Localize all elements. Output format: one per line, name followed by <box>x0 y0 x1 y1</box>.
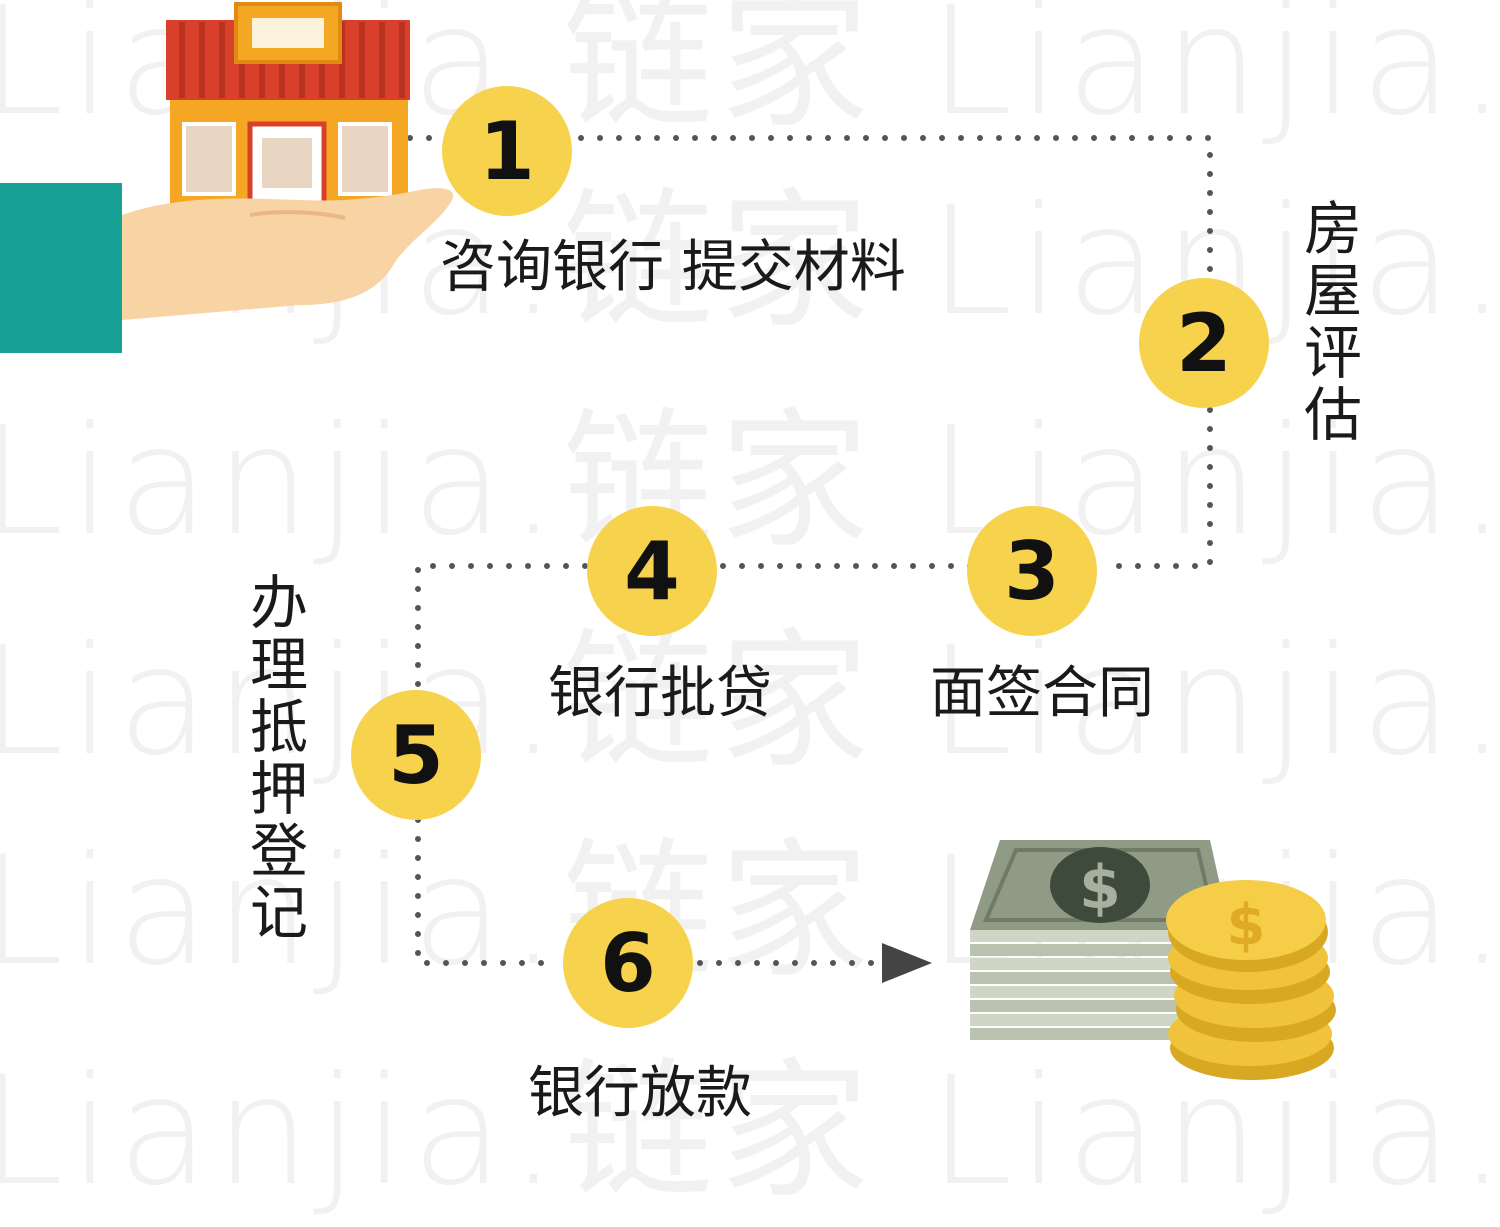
step-4-number: 4 <box>624 524 680 618</box>
step-6-circle: 6 <box>563 898 693 1028</box>
arrow-head-icon <box>882 943 932 983</box>
connector-2-3 <box>1097 407 1213 569</box>
step-1-number: 1 <box>479 104 535 198</box>
coin-dollar-symbol: $ <box>1227 893 1266 958</box>
connector-5-6 <box>415 817 563 966</box>
step-5-label: 办理抵押登记 <box>249 569 308 947</box>
step-1-label: 咨询银行 提交材料 <box>440 235 906 300</box>
step-2-label: 房屋评估 <box>1303 195 1362 449</box>
step-6-number: 6 <box>600 916 656 1010</box>
flow-path <box>407 135 1213 983</box>
step-2-number: 2 <box>1176 296 1232 390</box>
step-5-number: 5 <box>388 708 444 802</box>
step-3-number: 3 <box>1004 524 1060 618</box>
connector-4-5 <box>415 563 588 693</box>
step-3-circle: 3 <box>967 506 1097 636</box>
connector-1-2 <box>407 135 1213 293</box>
bill-dollar-symbol: $ <box>1079 853 1121 923</box>
cash-and-coins-icon: $ $ <box>970 840 1336 1080</box>
step-4-circle: 4 <box>587 506 717 636</box>
step-2-circle: 2 <box>1139 278 1269 408</box>
step-3-label: 面签合同 <box>930 661 1154 726</box>
step-5-circle: 5 <box>351 690 481 820</box>
house-on-hand-icon <box>0 2 454 353</box>
step-6-label: 银行放款 <box>528 1061 752 1126</box>
step-4-label: 银行批贷 <box>548 661 772 726</box>
step-1-circle: 1 <box>442 86 572 216</box>
